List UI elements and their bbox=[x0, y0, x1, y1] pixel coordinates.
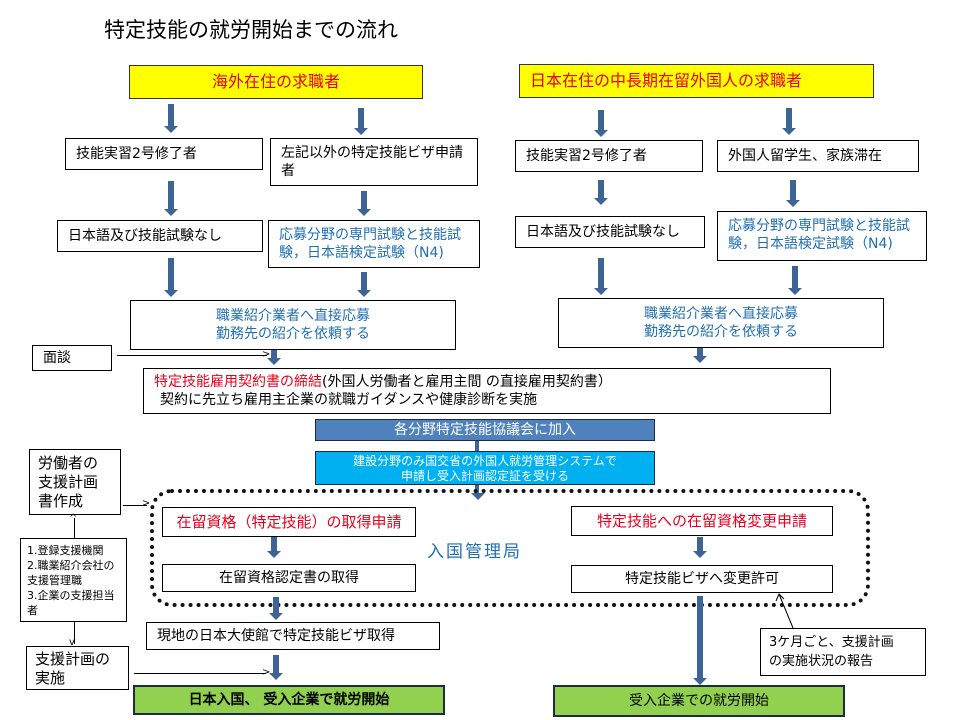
recruit-agency-right: 職業紹介業者へ直接応募 勤務先の紹介を依頼する bbox=[558, 298, 884, 348]
support-plan-implementation: 支援計画の実施 bbox=[26, 646, 129, 690]
arrow-down-icon bbox=[267, 350, 281, 365]
no-exam-left: 日本語及び技能試験なし bbox=[57, 220, 263, 252]
report-line1: 3ケ月ごと、支援計画 bbox=[769, 635, 894, 650]
arrow-down-icon bbox=[693, 348, 707, 363]
connector-line bbox=[74, 622, 75, 644]
other-applicants: 左記以外の特定技能ビザ申請者 bbox=[270, 138, 478, 186]
status-application: 在留資格（特定技能）の取得申請 bbox=[162, 507, 416, 537]
connector-line bbox=[117, 355, 267, 356]
arrow-right-icon: > bbox=[142, 498, 151, 509]
contract-title: 特定技能雇用契約書の締結 bbox=[154, 374, 322, 390]
visa-change-permit: 特定技能ビザへ変更許可 bbox=[571, 565, 833, 593]
supporter-item: 2.職業紹介会社の支援管理職 bbox=[27, 559, 115, 587]
quarterly-report: 3ケ月ごと、支援計画 の実施状況の報告 bbox=[760, 628, 926, 676]
exam-right: 応募分野の専門試験と技能試験，日本語検定試験（N4) bbox=[717, 211, 927, 261]
arrow-down-icon bbox=[164, 181, 178, 216]
status-change-application: 特定技能への在留資格変更申請 bbox=[571, 506, 833, 536]
arrow-down-icon bbox=[693, 537, 707, 558]
contract-detail: (外国人労働者と雇用主間 の直接雇用契約書） bbox=[322, 374, 612, 390]
support-plan-creation: 労働者の支援計画書作成 bbox=[29, 449, 121, 515]
arrow-up-icon: ^ bbox=[69, 513, 78, 524]
immigration-label: 入国管理局 bbox=[427, 542, 522, 562]
arrow-down-icon bbox=[594, 180, 608, 205]
start-work-right: 受入企業での就労開始 bbox=[553, 685, 845, 717]
arrow-down-icon bbox=[269, 655, 283, 680]
arrow-down-icon bbox=[788, 266, 802, 295]
council-bar: 各分野特定技能協議会に加入 bbox=[315, 419, 655, 441]
arrow-down-icon bbox=[357, 191, 371, 216]
connector-line bbox=[74, 518, 75, 538]
arrow-right-icon: > bbox=[262, 667, 271, 678]
recruit-agency-left: 職業紹介業者へ直接応募 勤務先の紹介を依頼する bbox=[130, 300, 456, 350]
report-line2: の実施状況の報告 bbox=[769, 654, 874, 669]
recruit-line2: 勤務先の紹介を依頼する bbox=[216, 326, 370, 342]
construction-line1: 建設分野のみ国交省の外国人就労管理システムで bbox=[353, 454, 617, 468]
enter-japan-start-work: 日本入国、 受入企業で就労開始 bbox=[133, 685, 445, 715]
recruit-line1: 職業紹介業者へ直接応募 bbox=[644, 306, 798, 322]
embassy-visa: 現地の日本大使館で特定技能ビザ取得 bbox=[146, 622, 440, 650]
students-family: 外国人留学生、家族滞在 bbox=[717, 140, 919, 172]
supporter-item: 3.企業の支援担当者 bbox=[27, 589, 115, 617]
page-title: 特定技能の就労開始までの流れ bbox=[104, 18, 398, 42]
arrow-right-icon: > bbox=[262, 349, 271, 360]
arrow-down-icon bbox=[267, 537, 281, 558]
tech-intern-left: 技能実習2号修了者 bbox=[65, 138, 263, 170]
arrow-down-icon bbox=[471, 441, 485, 458]
arrow-down-icon bbox=[786, 180, 800, 207]
contract-line2: 契約に先立ち雇用主企業の就職ガイダンスや健康診断を実施 bbox=[160, 392, 538, 408]
overseas-jobseeker-header: 海外在住の求職者 bbox=[129, 65, 423, 99]
arrow-down-icon bbox=[594, 258, 608, 295]
employment-contract: 特定技能雇用契約書の締結(外国人労働者と雇用主間 の直接雇用契約書） 契約に先立… bbox=[143, 368, 831, 414]
report-connector bbox=[775, 593, 794, 629]
no-exam-right: 日本語及び技能試験なし bbox=[515, 216, 705, 248]
recruit-line1: 職業紹介業者へ直接応募 bbox=[216, 308, 370, 324]
arrow-down-icon bbox=[269, 597, 283, 620]
arrow-down-icon bbox=[164, 104, 178, 133]
supporters-list: 1.登録支援機関 2.職業紹介会社の支援管理職 3.企業の支援担当者 bbox=[20, 538, 127, 622]
arrow-down-icon bbox=[357, 272, 371, 297]
domestic-jobseeker-header: 日本在住の中長期在留外国人の求職者 bbox=[519, 64, 874, 98]
arrow-down-icon bbox=[354, 108, 368, 135]
construction-line2: 申請し受入計画認定証を受ける bbox=[400, 469, 569, 483]
interview-box: 面談 bbox=[32, 345, 112, 371]
recruit-line2: 勤務先の紹介を依頼する bbox=[644, 324, 798, 340]
tech-intern-right: 技能実習2号修了者 bbox=[515, 140, 703, 172]
connector-line bbox=[123, 505, 147, 506]
connector-line bbox=[134, 673, 266, 674]
construction-system: 建設分野のみ国交省の外国人就労管理システムで 申請し受入計画認定証を受ける bbox=[315, 451, 655, 485]
status-certificate: 在留資格認定書の取得 bbox=[162, 564, 416, 592]
arrow-down-icon bbox=[164, 258, 178, 297]
arrow-down-icon bbox=[594, 110, 608, 137]
arrow-down-icon bbox=[693, 596, 707, 685]
immigration-region bbox=[150, 489, 870, 607]
arrow-down-icon bbox=[782, 108, 796, 135]
exam-left: 応募分野の専門試験と技能試験，日本語検定試験（N4) bbox=[268, 220, 480, 268]
supporter-item: 1.登録支援機関 bbox=[27, 544, 104, 557]
arrow-down-icon: v bbox=[69, 637, 75, 648]
